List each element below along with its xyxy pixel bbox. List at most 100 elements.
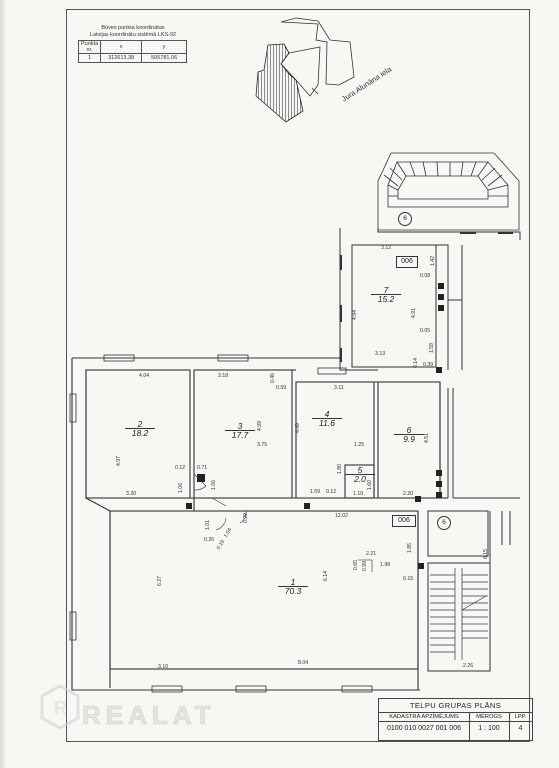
dim-r1-niche-a: 1.85 [407, 542, 414, 554]
dim-r7-inner: 4.91 [411, 307, 418, 319]
dim-r7-bottom: 3.13 [375, 351, 386, 357]
dim-r7-offset-a: 0.08 [420, 273, 431, 279]
dim-r4-inner: 1.25 [354, 442, 365, 448]
room-5-label: 5 2.0 [345, 466, 375, 483]
dim-r1-niche-b: 2.21 [366, 551, 377, 557]
dim-r2-door-b: 1.06 [178, 482, 185, 494]
room-7-label: 7 15.2 [371, 286, 401, 303]
drawing-frame [66, 9, 530, 742]
coordinates-grid: Punkta nr. x y 1 312613.38 506781.06 [77, 40, 188, 63]
coordinates-title-2: Latvijas koordinātu sistēmā LKS-92 [89, 32, 177, 38]
page-edge-shadow [0, 0, 6, 768]
dim-r7-top: 3.12 [381, 245, 392, 251]
dim-r4-bottom: 1.09 [310, 489, 321, 495]
dim-r1-door-c: 0.26 [204, 537, 215, 543]
dim-r4-wc-b: 0.12 [326, 489, 337, 495]
dim-r1-inner: 6.14 [323, 570, 330, 582]
dim-r1-left: 6.27 [157, 575, 164, 587]
room-4-area: 11.6 [312, 418, 342, 427]
entrance-mark-top: 6 [398, 212, 412, 226]
title-block-col-1 [469, 712, 470, 740]
watermark-text: REALAT [82, 700, 216, 731]
room-7-area: 15.2 [371, 294, 401, 303]
scale-value: 1 : 100 [478, 725, 500, 732]
room-1-label: 1 70.3 [278, 578, 308, 595]
cadastre-label: KADASTRA APZĪMĒJUMS [389, 714, 459, 720]
dim-r2-left: 4.97 [116, 455, 123, 467]
dim-r1-door-a: 1.01 [205, 519, 212, 531]
room-6-label: 6 9.9 [394, 426, 424, 443]
dim-r3-door: 1.06 [211, 479, 218, 491]
title-block: TELPU GRUPAS PLĀNS KADASTRA APZĪMĒJUMS M… [378, 698, 533, 741]
dim-r4-wc-a: 1.80 [337, 463, 344, 475]
dim-r6-bottom: 2.20 [403, 491, 414, 497]
dim-r7-left: 4.94 [352, 309, 359, 321]
room-2-area: 18.2 [125, 428, 155, 437]
room-4-number: 4 [324, 409, 330, 419]
room-3-number: 3 [237, 421, 243, 431]
room-6-number: 6 [406, 425, 412, 435]
site-sketch [255, 17, 355, 123]
title-block-divider-1 [379, 712, 532, 713]
dim-r1-bottom-left: 3.10 [158, 664, 169, 670]
room-1-area: 70.3 [278, 586, 308, 595]
dim-r4-wc-c: 1.60 [367, 479, 374, 491]
dim-r1-niche-d: 0.99 [362, 560, 369, 572]
room-4-label: 4 11.6 [312, 410, 342, 427]
group-label-upper: 006 [396, 256, 418, 268]
room-5-area: 2.0 [345, 474, 375, 483]
coordinates-table: Būves punkta koordinātas Latvijas koordi… [77, 25, 188, 63]
page-label: LPP. [514, 714, 527, 720]
dim-r7-right-upper: 1.42 [430, 255, 437, 267]
dim-r2-bottom: 3.20 [126, 491, 137, 497]
dim-r1-niche-e: 1.98 [380, 562, 391, 568]
dim-r7-offset-c: 0.14 [413, 357, 420, 369]
dim-r1-top: 12.02 [335, 513, 348, 519]
cadastre-value: 0100 010 0027 001 006 [387, 725, 461, 732]
title-block-divider-2 [379, 721, 532, 722]
page-value: 4 [518, 725, 523, 732]
dim-r4-top: 3.11 [334, 385, 344, 391]
dim-r3-niche-b: 0.59 [276, 385, 287, 391]
coord-cell-point: 1 [77, 53, 102, 63]
dim-r7-offset-b: 0.05 [420, 328, 431, 334]
dim-r2-top: 4.04 [139, 373, 150, 379]
dim-r7-right-lower: 1.59 [429, 342, 436, 354]
room-2-number: 2 [137, 419, 143, 429]
svg-text:R: R [54, 698, 67, 718]
entrance-mark-bottom: 6 [437, 516, 451, 530]
coordinates-title-1: Būves punkta koordinātas [101, 25, 165, 31]
dim-r1-niche-f: 0.15 [403, 576, 414, 582]
plan-title: TELPU GRUPAS PLĀNS [409, 701, 502, 710]
dim-r6-right: 4.51 [424, 432, 431, 444]
title-block-col-2 [509, 712, 510, 740]
room-6-area: 9.9 [394, 434, 424, 443]
dim-r3-niche-a: 0.46 [270, 372, 277, 384]
dim-r1-bottom: 8.04 [298, 660, 309, 666]
room-5-number: 5 [357, 465, 363, 475]
dim-stair-height: 6.15 [483, 548, 490, 560]
room-1-number: 1 [290, 577, 296, 587]
dim-r3-inner: 3.75 [257, 442, 268, 448]
scale-label: MĒROGS [476, 714, 502, 720]
watermark-logo-icon: R [40, 684, 80, 730]
dim-r4-left: 4.49 [295, 422, 302, 434]
dim-r2-door-a: 0.71 [197, 465, 208, 471]
dim-r3-right: 4.99 [257, 420, 264, 432]
dim-stair-width: 2.26 [463, 663, 474, 669]
dim-r7-offset-d: 0.39 [423, 362, 434, 368]
dim-r3-top: 3.18 [218, 373, 229, 379]
stair-pavilion [377, 152, 520, 231]
group-label-lower: 006 [392, 515, 416, 527]
dim-r2-offset: 0.12 [175, 465, 186, 471]
room-2-label: 2 18.2 [125, 420, 155, 437]
room-3-area: 17.7 [225, 430, 255, 439]
coord-cell-y: 506781.06 [141, 53, 188, 63]
room-3-label: 3 17.7 [225, 422, 255, 439]
dim-r1-door-b: 0.29 [243, 512, 250, 524]
dim-r1-niche-c: 0.65 [353, 559, 360, 571]
room-7-number: 7 [383, 285, 389, 295]
dim-r5-bottom: 1.10 [353, 491, 364, 497]
